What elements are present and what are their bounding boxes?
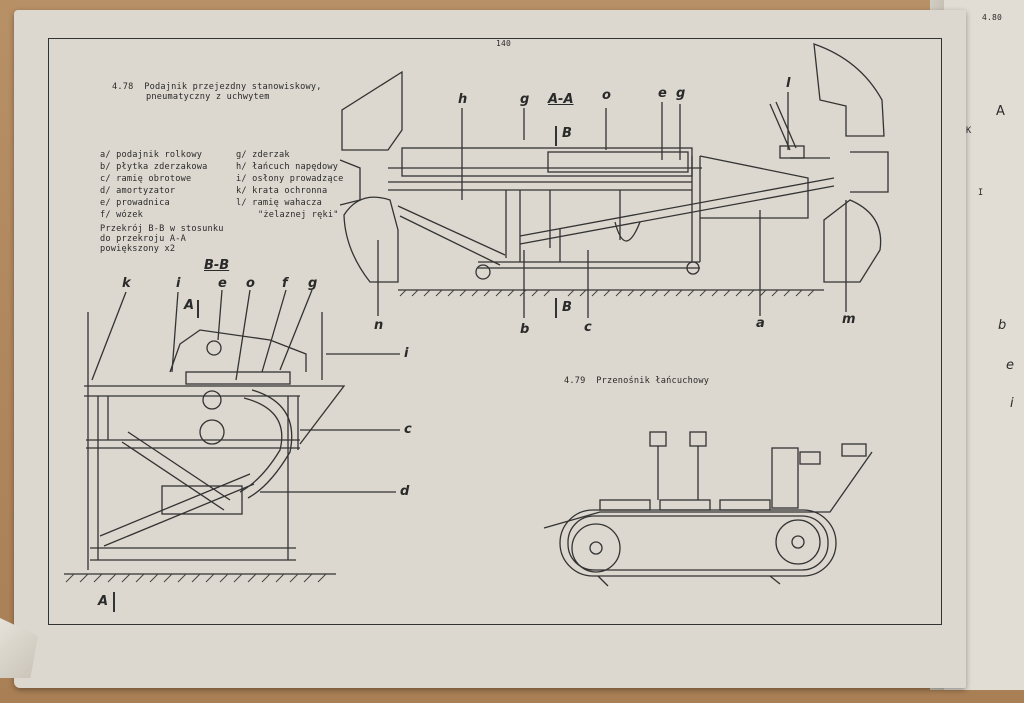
label-h: h — [458, 92, 468, 107]
label-k: k — [122, 276, 131, 291]
right-page-label: i — [1010, 396, 1014, 411]
right-page-label: e — [1006, 358, 1014, 373]
label-o: o — [246, 276, 255, 291]
right-page-label: I — [978, 188, 984, 198]
legend-item: i/ osłony prowadzące — [236, 174, 344, 184]
left-page — [14, 10, 966, 688]
legend-item: h/ łańcuch napędowy — [236, 162, 339, 172]
label-f: f — [282, 276, 288, 291]
label-d: d — [400, 484, 410, 499]
next-page-number: 4.80 — [982, 13, 1003, 22]
legend-item: e/ prowadnica — [100, 198, 170, 208]
cut-mark-a-top: A — [184, 298, 195, 313]
section-bb-drawing — [64, 289, 400, 612]
label-n: n — [374, 318, 384, 333]
legend-item: d/ amortyzator — [100, 186, 176, 196]
page-number: 140 — [496, 39, 512, 48]
label-m: m — [842, 312, 856, 327]
fig-478-note-1: Przekrój B-B w stosunku — [100, 224, 224, 234]
legend-item: "żelaznej ręki" — [258, 210, 339, 220]
label-o: o — [602, 88, 611, 103]
fig-478-note-3: powiększony x2 — [100, 244, 176, 254]
label-i2: i — [404, 346, 409, 361]
label-a: a — [756, 316, 765, 331]
cut-mark-a-bottom: A — [98, 594, 109, 609]
legend-item: c/ ramię obrotowe — [100, 174, 192, 184]
legend-item: b/ płytka zderzakowa — [100, 162, 208, 172]
fig-478-caption-2: pneumatyczny z uchwytem — [146, 92, 270, 102]
label-l: l — [786, 76, 791, 91]
right-page-label: b — [998, 318, 1007, 333]
fig-478-caption-1: 4.78 Podajnik przejezdny stanowiskowy, — [112, 82, 322, 92]
legend-item: a/ podajnik rolkowy — [100, 150, 203, 160]
label-e: e — [218, 276, 227, 291]
cut-mark-b-top: B — [562, 126, 572, 141]
section-bb-title: B-B — [204, 258, 230, 273]
label-c: c — [584, 320, 592, 335]
section-aa-title: A-A — [548, 92, 574, 107]
legend-item: f/ wózek — [100, 210, 143, 220]
label-e: e — [658, 86, 667, 101]
cut-mark-b-bottom: B — [562, 300, 572, 315]
label-g: g — [520, 92, 530, 107]
right-page-label: A — [996, 104, 1005, 119]
drawing-frame — [48, 38, 942, 625]
section-aa-drawing — [339, 43, 889, 318]
label-g: g — [308, 276, 318, 291]
fig-478-note-2: do przekroju A-A — [100, 234, 186, 244]
legend-item: g/ zderzak — [236, 150, 290, 160]
legend-item: l/ ramię wahacza — [236, 198, 322, 208]
label-c: c — [404, 422, 412, 437]
label-i: i — [176, 276, 181, 291]
legend-item: k/ krata ochronna — [236, 186, 328, 196]
label-g2: g — [676, 86, 686, 101]
label-b: b — [520, 322, 530, 337]
right-page-label: K — [966, 126, 972, 136]
fig-479-caption: 4.79 Przenośnik łańcuchowy — [564, 376, 710, 386]
chain-conveyor-drawing — [543, 431, 873, 587]
